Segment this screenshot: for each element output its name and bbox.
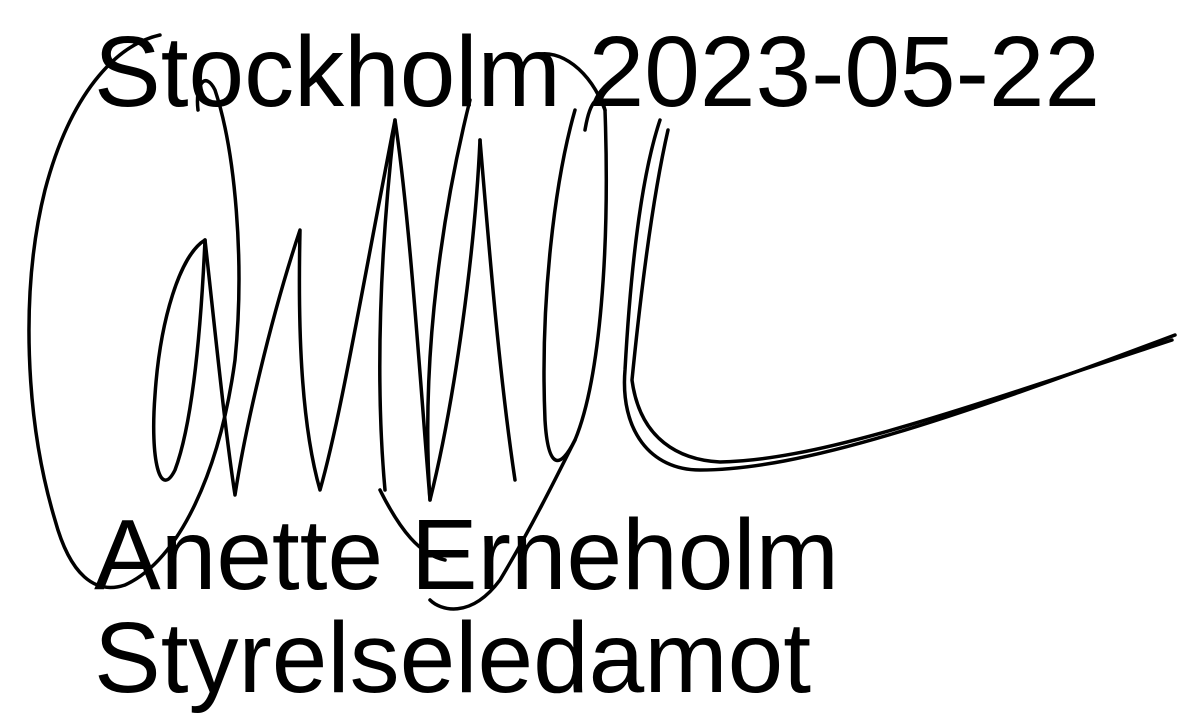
signature-stroke-7 <box>622 118 1177 472</box>
signature-stroke-1 <box>151 238 207 482</box>
signature-stroke-4 <box>426 98 482 502</box>
signer-role: Styrelseledamot <box>94 602 811 714</box>
signature-stroke-6 <box>542 97 608 463</box>
signer-name: Anette Erneholm <box>94 499 839 611</box>
signature-stroke-2 <box>203 118 397 497</box>
signature-stroke-7b <box>630 128 1174 464</box>
signature-stroke-5 <box>478 138 517 482</box>
signature-stroke-3 <box>393 118 432 502</box>
place-and-date: Stockholm 2023-05-22 <box>94 16 1101 128</box>
